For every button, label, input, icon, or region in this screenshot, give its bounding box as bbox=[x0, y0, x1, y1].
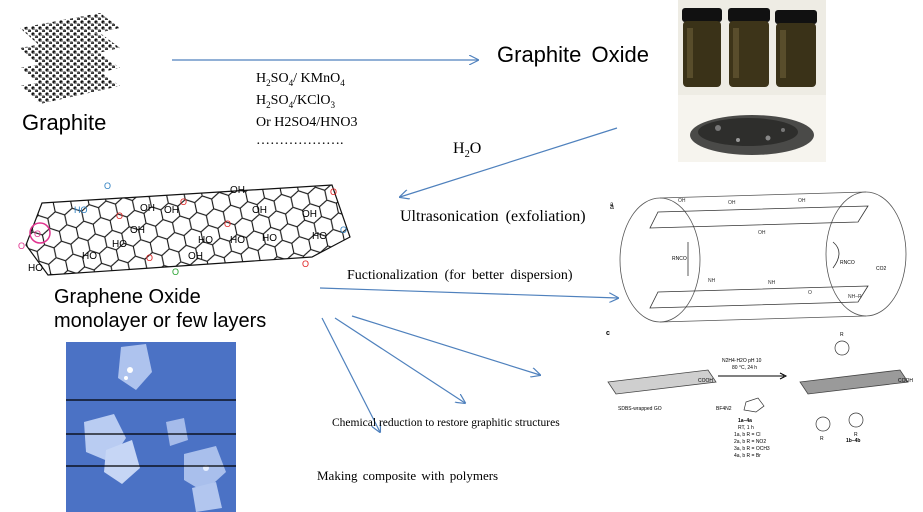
arrow-reduction bbox=[334, 317, 465, 403]
go-label-line1: Graphene Oxide bbox=[54, 286, 201, 308]
scheme-c-r-top: R bbox=[840, 332, 844, 338]
svg-text:O: O bbox=[302, 259, 309, 269]
svg-text:HO: HO bbox=[28, 263, 43, 274]
go-label-line2: monolayer or few layers bbox=[54, 310, 267, 332]
scheme-c-conditions-top2: 80 °C, 24 h bbox=[732, 365, 758, 371]
svg-text:OH: OH bbox=[130, 225, 145, 236]
svg-text:O: O bbox=[330, 187, 337, 197]
scheme-c-conditions-top1: N2H4·H2O pH 10 bbox=[722, 358, 762, 364]
svg-text:O: O bbox=[808, 290, 812, 296]
ultrasonication-note: a bbox=[610, 204, 614, 211]
scheme-c-subst3: 3a, b R = OCH3 bbox=[734, 446, 770, 452]
scheme-c-sdbs-label: SDBS-wrapped GO bbox=[618, 406, 662, 412]
reagent-4: ………………. bbox=[256, 132, 344, 148]
scheme-c-conditions-mid: RT, 1 h bbox=[738, 425, 754, 431]
reduction-label: Chemical reduction to restore graphitic … bbox=[332, 417, 560, 429]
reagent-1: H2SO4/ KMnO4 bbox=[256, 71, 345, 88]
svg-text:OH: OH bbox=[302, 209, 317, 220]
svg-text:O: O bbox=[18, 241, 25, 251]
scheme-a-reagent-right: RNCO bbox=[840, 260, 855, 266]
scheme-c-1b4b: 1b–4b bbox=[846, 438, 861, 444]
svg-text:OH: OH bbox=[252, 205, 267, 216]
reagent-3: Or H2SO4/HNO3 bbox=[256, 114, 358, 130]
svg-text:O: O bbox=[224, 219, 231, 229]
svg-text:OH: OH bbox=[678, 198, 686, 204]
svg-text:OH: OH bbox=[798, 198, 806, 204]
arrow-functionalization bbox=[319, 287, 618, 298]
scheme-a-reagent-left: RNCO bbox=[672, 256, 687, 262]
scheme-c-r-left: R bbox=[820, 436, 824, 442]
svg-text:NH: NH bbox=[768, 280, 776, 286]
svg-text:O: O bbox=[146, 253, 153, 263]
scheme-c-subst1: 1a, b R = Cl bbox=[734, 432, 761, 438]
svg-text:O: O bbox=[172, 267, 179, 277]
svg-text:HO: HO bbox=[230, 235, 245, 246]
svg-text:O: O bbox=[104, 181, 111, 191]
scheme-c-subst2: 2a, b R = NO2 bbox=[734, 439, 767, 445]
svg-text:HO: HO bbox=[198, 235, 213, 246]
scheme-a-product: CO2 bbox=[876, 266, 887, 272]
svg-text:OH: OH bbox=[728, 200, 736, 206]
ultrasonication-label: Ultrasonication (exfoliation) bbox=[400, 208, 586, 225]
afm-image bbox=[66, 342, 236, 512]
svg-text:O: O bbox=[180, 197, 187, 207]
svg-text:OH: OH bbox=[164, 205, 179, 216]
svg-text:HO: HO bbox=[312, 231, 327, 242]
scheme-c-r-right: R bbox=[854, 432, 858, 438]
svg-text:OH: OH bbox=[758, 230, 766, 236]
graphite-oxide-photo bbox=[678, 0, 826, 162]
arrow-composite bbox=[321, 317, 380, 432]
reagent-list: H2SO4/ KMnO4 H2SO4/KClO3 Or H2SO4/HNO3 …… bbox=[256, 70, 358, 150]
scheme-c-subst4: 4a, b R = Br bbox=[734, 453, 761, 459]
svg-text:O: O bbox=[340, 225, 347, 235]
svg-text:O: O bbox=[34, 229, 41, 239]
scheme-c-figure: c N2H4·H2O pH 10 80 °C, 24 h COOH COOH B… bbox=[598, 330, 923, 470]
svg-text:HO: HO bbox=[112, 239, 127, 250]
graphite-label: Graphite bbox=[22, 110, 107, 135]
svg-text:OH: OH bbox=[188, 251, 203, 262]
scheme-a-tag: a bbox=[610, 202, 614, 208]
graphene-oxide-label: Graphene Oxide monolayer or few layers bbox=[54, 285, 266, 333]
svg-text:HO: HO bbox=[74, 205, 88, 215]
graphene-oxide-structure: O O O HO O O O O O O O O OH OH OH OH OH … bbox=[18, 181, 351, 277]
scheme-c-cooh-left: COOH bbox=[698, 378, 713, 384]
water-label: H2O bbox=[453, 140, 482, 161]
functionalization-label: Fuctionalization (for better dispersion) bbox=[347, 268, 573, 283]
scheme-c-tag: c bbox=[606, 330, 610, 337]
svg-text:O: O bbox=[116, 211, 123, 221]
scheme-c-1a4a: 1a–4a bbox=[738, 418, 752, 424]
svg-text:OH: OH bbox=[230, 185, 245, 196]
arrow-oxide-to-go bbox=[400, 127, 618, 197]
graphite-oxide-label: Graphite Oxide bbox=[497, 42, 649, 67]
svg-text:OH: OH bbox=[140, 203, 155, 214]
scheme-c-reagent: BF4N2 bbox=[716, 406, 732, 412]
svg-text:NH: NH bbox=[708, 278, 716, 284]
arrow-to-scheme-c bbox=[351, 315, 540, 375]
graphite-lattice-image bbox=[20, 13, 120, 104]
reagent-2: H2SO4/KClO3 bbox=[256, 92, 336, 110]
composite-label: Making composite with polymers bbox=[317, 468, 499, 483]
svg-text:HO: HO bbox=[262, 233, 277, 244]
scheme-c-cooh-right: COOH bbox=[898, 378, 913, 384]
scheme-a-figure: OH OH OH OH NH NH NH–R O a RNCO RNCO CO2 bbox=[610, 182, 918, 332]
svg-text:NH–R: NH–R bbox=[848, 294, 862, 300]
svg-text:HO: HO bbox=[82, 251, 97, 262]
